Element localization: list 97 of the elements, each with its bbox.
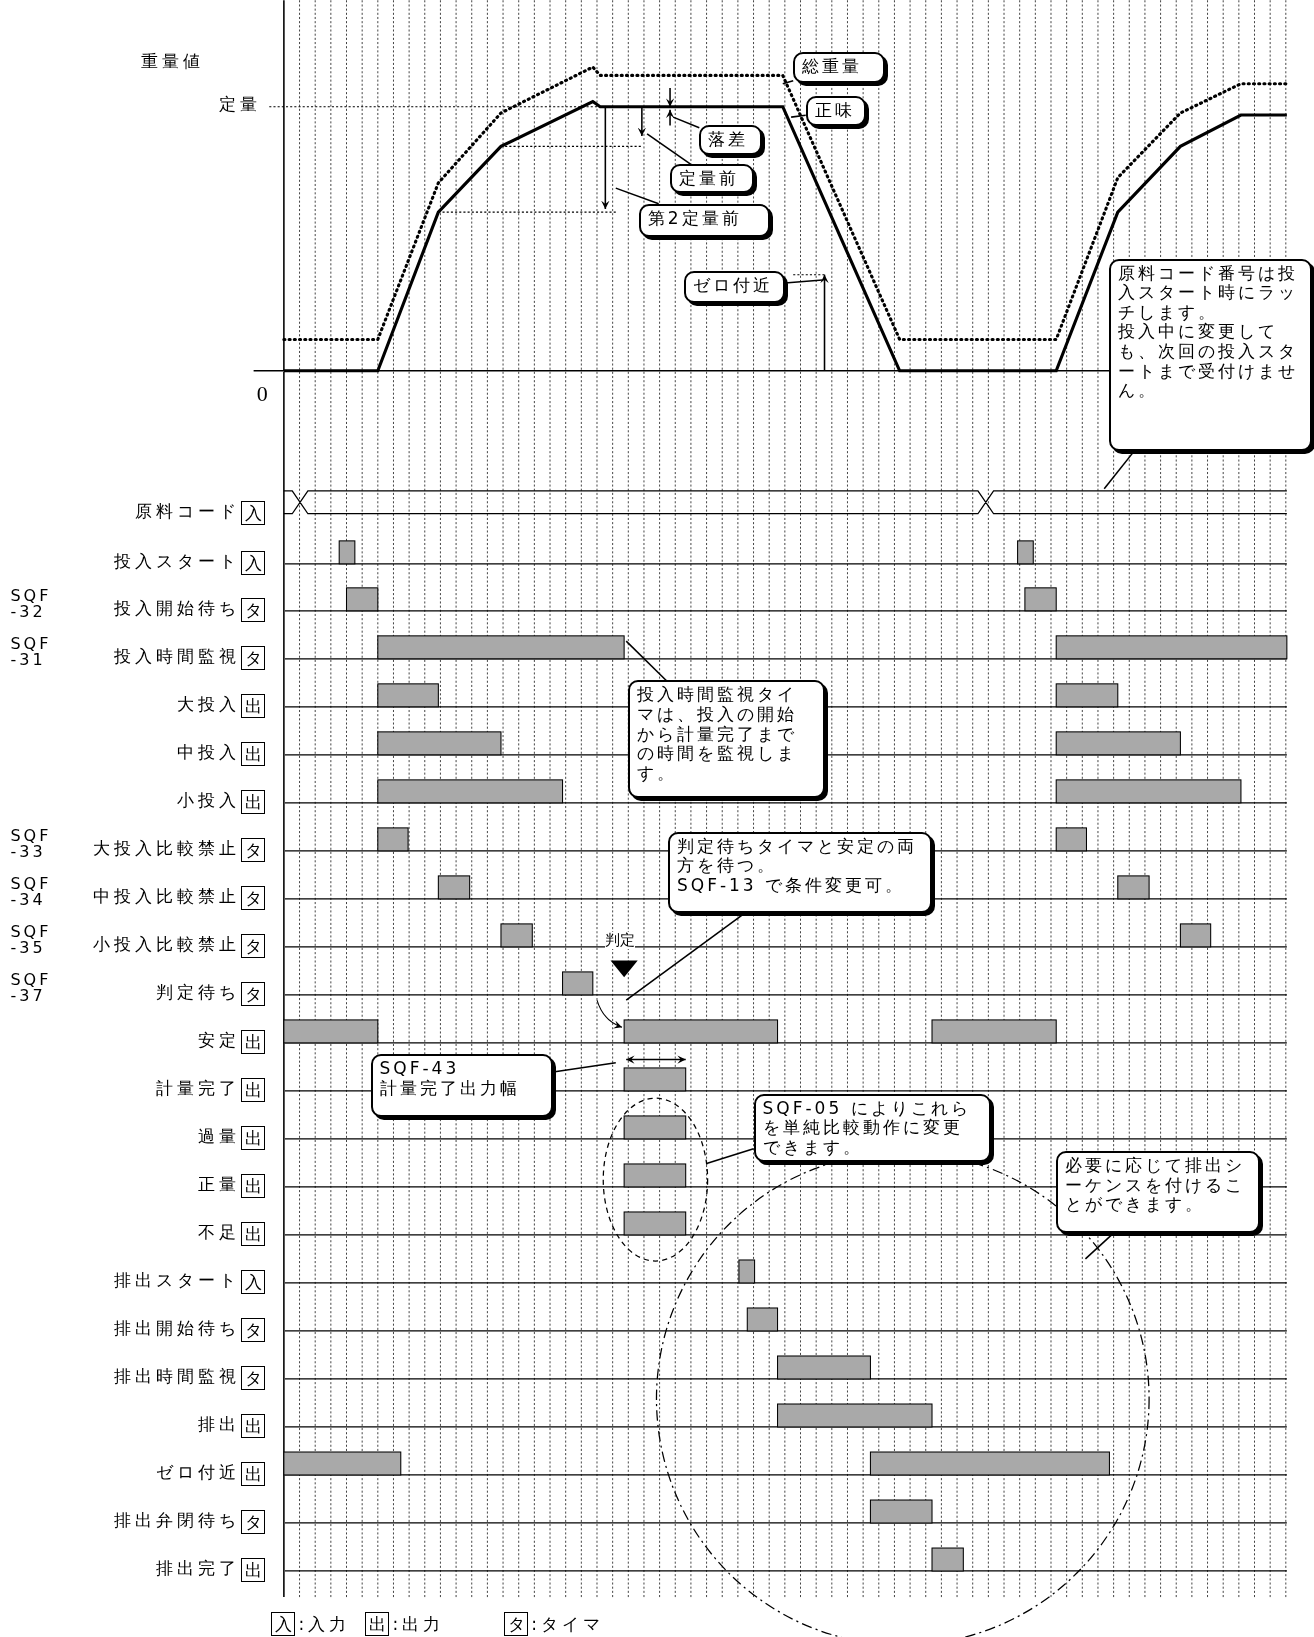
callout-text: 正味 (814, 101, 856, 121)
signal-type-tag: 出 (241, 1414, 266, 1439)
signal-type-tag: タ (241, 598, 266, 623)
callout-bubble (793, 52, 886, 84)
callout-text: SQF-43 (379, 1059, 461, 1079)
signal-name: 原料コード (135, 502, 241, 521)
signal-name: ゼロ付近 (156, 1463, 241, 1482)
signal-type-tag: 出 (241, 1558, 266, 1583)
level-label: 定量 (219, 94, 262, 114)
callout-bubble (683, 271, 785, 303)
parameter-code: SQF -32 (10, 587, 53, 620)
signal-type-tag: 出 (241, 1462, 266, 1487)
legend-text: :出力 (392, 1614, 445, 1634)
signal-type-tag: タ (241, 838, 266, 863)
callout-bubble (638, 203, 771, 237)
parameter-code: SQF -37 (10, 971, 53, 1004)
callout-bubble (805, 96, 867, 126)
leader-line (781, 80, 794, 85)
signal-name: 小投入 (177, 791, 241, 810)
callout-bubble (628, 680, 825, 799)
signal-type-tag: 入 (241, 1270, 266, 1295)
signal-name: 過量 (198, 1127, 241, 1146)
legend-text: :入力 (298, 1614, 351, 1634)
signal-name: 排出 (198, 1415, 241, 1434)
parameter-code: SQF -33 (10, 827, 53, 860)
callout-text: 必要に応じて排出シーケンスを付けることができます。 (1065, 1156, 1247, 1215)
parameter-code: SQF -35 (10, 923, 53, 956)
callout-text: 計量完了出力幅 (379, 1078, 521, 1099)
callout-bubble (667, 831, 932, 914)
judgement-label: 判定 (605, 932, 636, 949)
callout-bubble (1056, 1151, 1260, 1233)
signal-name: 小投入比較禁止 (93, 935, 241, 954)
signal-type-tag: タ (241, 1318, 266, 1343)
legend-key: 入 (271, 1612, 296, 1637)
signal-name: 投入開始待ち (114, 599, 241, 618)
signal-name: 大投入比較禁止 (93, 839, 241, 858)
leader-line (615, 187, 660, 205)
signal-name: 排出開始待ち (114, 1319, 241, 1338)
signal-type-tag: タ (241, 1510, 266, 1535)
callout-text: SQF-13 で条件変更可。 (676, 875, 907, 896)
signal-name: 排出完了 (156, 1559, 241, 1578)
callout-text: 定量前 (679, 168, 741, 189)
signal-type-tag: 出 (241, 742, 266, 767)
signal-type-tag: タ (241, 934, 266, 959)
leader-line (672, 116, 701, 129)
leader-line (625, 640, 668, 682)
signal-type-tag: 入 (241, 551, 266, 576)
legend-key: 出 (365, 1612, 390, 1637)
signal-type-tag: タ (241, 1366, 266, 1391)
callout-text: 投入中に変更しても、次回の投入スタートまで受付けません。 (1118, 322, 1300, 401)
callout-bubble (753, 1093, 992, 1163)
axis-title: 重量値 (140, 52, 204, 71)
signal-name: 中投入 (177, 743, 241, 762)
signal-type-tag: 出 (241, 1078, 266, 1103)
signal-type-tag: 入 (241, 500, 266, 525)
signal-name: 大投入 (177, 695, 241, 714)
callout-text: 原料コード番号は投入スタート時にラッチします。 (1118, 263, 1300, 322)
signal-name: 排出時間監視 (114, 1367, 241, 1386)
signal-type-tag: タ (241, 886, 266, 911)
signal-name: 不足 (198, 1223, 241, 1242)
signal-name: 排出スタート (114, 1271, 241, 1290)
signal-type-tag: 出 (241, 1222, 266, 1247)
callout-text: 投入時間監視タイマは、投入の開始から計量完了までの時間を監視します。 (637, 685, 799, 784)
callout-bubble (699, 125, 762, 155)
signal-name: 排出弁閉待ち (114, 1511, 241, 1530)
signal-name: 正量 (198, 1175, 241, 1194)
callout-text: 判定待ちタイマと安定の両方を待つ。 (676, 836, 918, 876)
group-ellipse (602, 1097, 709, 1262)
signal-type-tag: 出 (241, 1030, 266, 1055)
leader-line (790, 114, 807, 118)
legend-key: タ (504, 1612, 529, 1637)
callout-bubble (670, 163, 754, 194)
signal-type-tag: タ (241, 646, 266, 671)
callout-bubble (1109, 258, 1312, 451)
leader-line (705, 1147, 755, 1165)
leader-line (646, 133, 692, 165)
signal-name: 投入スタート (114, 552, 241, 571)
signal-name: 計量完了 (156, 1079, 241, 1098)
signal-type-tag: 出 (241, 1126, 266, 1151)
callout-text: 落差 (708, 130, 750, 150)
callout-text: SQF-05 によりこれらを単純比較動作に変更できます。 (762, 1098, 972, 1158)
legend-text: :タイマ (531, 1614, 604, 1634)
parameter-code: SQF -34 (10, 875, 53, 908)
callout-text: ゼロ付近 (692, 276, 774, 296)
callout-text: 第2定量前 (647, 208, 743, 229)
signal-name: 安定 (198, 1031, 241, 1050)
callout-bubble (370, 1054, 554, 1117)
signal-name: 投入時間監視 (114, 647, 241, 666)
signal-type-tag: 出 (241, 694, 266, 719)
signal-type-tag: 出 (241, 790, 266, 815)
parameter-code: SQF -31 (10, 635, 53, 668)
axis-tick-label: 0 (256, 382, 272, 407)
signal-name: 判定待ち (156, 983, 241, 1002)
signal-name: 中投入比較禁止 (93, 887, 241, 906)
signal-type-tag: タ (241, 982, 266, 1007)
signal-type-tag: 出 (241, 1174, 266, 1199)
callout-text: 総重量 (802, 57, 864, 77)
